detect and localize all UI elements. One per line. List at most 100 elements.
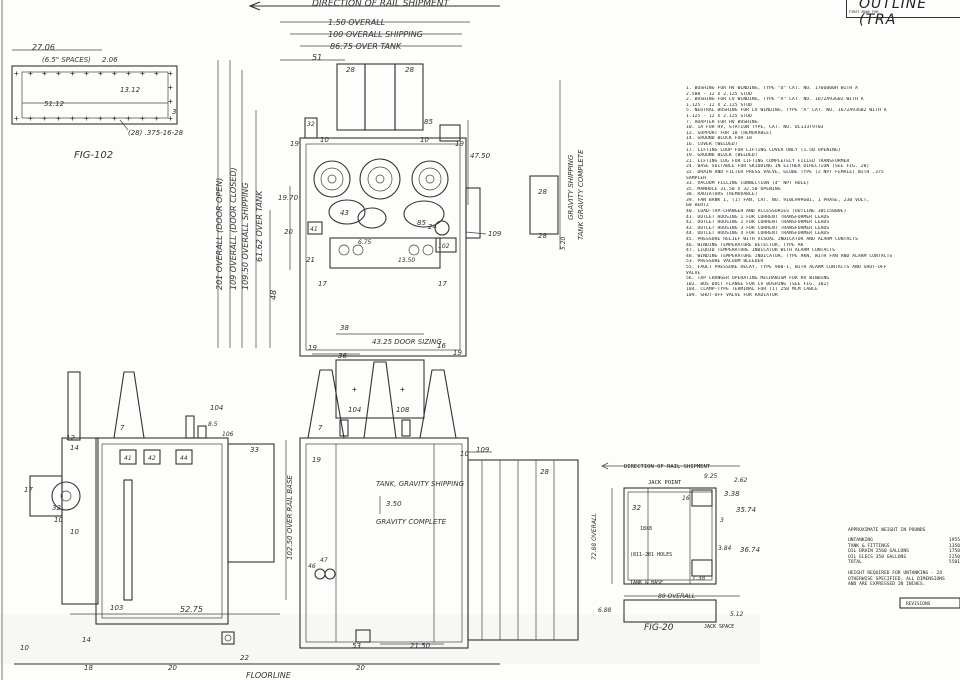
fig20-dim-89: 89 OVERALL — [658, 593, 695, 600]
note-line: VALVE — [686, 270, 701, 276]
fig20-jack-point: JACK POINT — [648, 480, 682, 486]
revisions-label: REVISIONS — [906, 601, 931, 607]
fig-20: DIRECTION OF RAIL SHIPMENT JACK POINT 9.… — [591, 462, 760, 633]
sv-dim-109: 109 — [476, 446, 490, 454]
svg-text:43: 43 — [340, 209, 349, 217]
svg-text:+: + — [84, 69, 89, 78]
weight-label: TOTAL — [848, 560, 862, 566]
svg-text:+: + — [168, 97, 173, 106]
vdim-4: 48 — [269, 290, 278, 300]
svg-text:+: + — [112, 69, 117, 78]
fig20-dim-3: 3 — [720, 517, 724, 524]
weights-footnote-1: HEIGHT REQUIRED FOR UNTANKING - 24 — [848, 571, 943, 577]
svg-text:42: 42 — [148, 455, 156, 462]
hole-note: (28) .375-16-28 — [128, 129, 184, 137]
fig20-slot: 18X8 — [640, 526, 652, 532]
note-line: 55. FAULT PRESSURE RELAY, TYPE 900-1, WI… — [686, 265, 887, 270]
vdim-1: 109 OVERALL (DOOR CLOSED) — [229, 167, 238, 290]
fig20-dim-3-38: 3.38 — [724, 490, 740, 498]
weights-heading: APPROXIMATE WEIGHT IN POUNDS — [848, 528, 926, 533]
sv-note2: GRAVITY COMPLETE — [376, 518, 447, 526]
floorline: FLOORLINE — [246, 671, 292, 680]
note-line: 41. OUTLET HOUSING 1 FOR CURRENT TRANSFO… — [686, 214, 830, 220]
tank-gravity: TANK GRAVITY COMPLETE — [577, 149, 585, 240]
svg-text:+: + — [168, 114, 173, 123]
note-line: 104. CLAMP-TYPE TERMINAL FOR (1) 250 MCM… — [686, 287, 818, 293]
svg-text:+: + — [400, 385, 405, 394]
fig20-dim-3-84: 3.84 — [718, 545, 732, 552]
dim-38: 38 — [340, 324, 349, 332]
note-line: 1. BUSHING FOR HV WINDING, TYPE "O" CAT.… — [686, 86, 858, 91]
weight-value: 1350 — [948, 543, 960, 549]
dim-3: 3 — [172, 108, 176, 116]
weight-label: OIL DRAIN 2560 GALLONS — [848, 549, 909, 555]
dim-shipping: 100 OVERALL SHIPPING — [328, 30, 423, 39]
fv-dim-21-50: 21.50 — [410, 642, 431, 650]
svg-text:+: + — [28, 114, 33, 123]
fig20-dim-35-74: 35.74 — [736, 506, 756, 514]
sv-part-7: 7 — [318, 424, 323, 432]
dim-18: 18 — [84, 664, 93, 672]
svg-text:+: + — [168, 69, 173, 78]
fig20-jack-space: JACK SPACE — [704, 624, 734, 630]
dim-over-tank: 86.75 OVER TANK — [330, 42, 402, 51]
weight-label: TANK & FITTINGS — [848, 543, 890, 549]
weight-row: OIL DRAIN 2560 GALLONS 1750 — [848, 549, 960, 554]
fv-part-104: 104 — [210, 404, 223, 412]
svg-text:+: + — [28, 69, 33, 78]
front-view: 14 12 32 17 10 41 42 44 7 104 8.5 106 33… — [14, 371, 300, 680]
dim-2-06: 2.06 — [102, 56, 118, 64]
svg-text:+: + — [14, 69, 19, 78]
sv-dim-36: 36 — [338, 352, 347, 360]
weights-footnote-2: OTHERWISE SPECIFIED, ALL DIMENSIONS — [848, 576, 945, 582]
svg-text:16: 16 — [682, 495, 690, 502]
weight-row: TANK & FITTINGS 1350 — [848, 544, 960, 549]
note-line: 2. BUSHING FOR LV WINDING, TYPE "A" CAT.… — [686, 97, 864, 103]
sv-note1: TANK, GRAVITY SHIPPING — [376, 480, 465, 488]
dim-28-right: 28 — [538, 188, 547, 196]
dim-20: 20 — [284, 228, 293, 236]
parts-legend: 1. BUSHING FOR HV WINDING, TYPE "O" CAT.… — [686, 86, 951, 299]
weight-value: 1955 — [948, 538, 960, 544]
note-line: 48. WINDING TEMPERATURE INDICATOR, TYPE … — [686, 253, 893, 259]
svg-text:10: 10 — [320, 136, 329, 144]
note-line: 102. BUS DUCT FLANGE FOR LV BUSHING (SEE… — [686, 281, 830, 287]
title-block: OUTLINE (TRA FIRST MADE FOR — [846, 0, 960, 28]
note-line: 14. GROUND BLOCK FOR 10 — [686, 136, 752, 142]
fv-part-33: 33 — [250, 446, 259, 454]
note-line: 47. LIQUID TEMPERATURE INDICATOR WITH AL… — [686, 248, 836, 254]
dim-6-75: 6.75 — [358, 239, 372, 246]
svg-text:19: 19 — [308, 344, 317, 352]
door-sizing: 43.25 DOOR SIZING — [372, 338, 442, 346]
rail-direction-top: DIRECTION OF RAIL SHIPMENT — [248, 0, 500, 11]
top-view: 1.50 OVERALL 100 OVERALL SHIPPING 86.75 … — [215, 18, 585, 419]
note-line: 42. OUTLET HOUSING 2 FOR CURRENT TRANSFO… — [686, 220, 830, 226]
note-line: 19. GROUND BLOCK (WELDED) — [686, 153, 758, 159]
fig20-label: FIG-20 — [644, 623, 674, 633]
svg-text:+: + — [140, 114, 145, 123]
sv-part-19: 19 — [312, 456, 321, 464]
fig20-dim-9-25: 9.25 — [704, 473, 718, 480]
dim-32: 32 — [307, 121, 315, 128]
svg-text:+: + — [98, 69, 103, 78]
note-line: 40. LOAD-TAP-CHANGER AND ACCESSORIES (OU… — [686, 209, 847, 215]
sv-dim-3-50: 3.50 — [386, 500, 402, 508]
fig20-dim-6-88: 6.88 — [598, 607, 612, 614]
dim-51-12: 51.12 — [44, 100, 65, 108]
svg-text:10: 10 — [54, 516, 63, 524]
weight-value: 1750 — [948, 549, 960, 555]
svg-text:+: + — [154, 69, 159, 78]
svg-text:109: 109 — [488, 230, 502, 238]
svg-text:41: 41 — [124, 455, 132, 462]
fig20-dim-2-62: 2.62 — [734, 477, 748, 484]
svg-text:+: + — [14, 114, 19, 123]
dim-13-50: 13.50 — [398, 257, 415, 264]
fig20-dim-36-74: 36.74 — [740, 546, 760, 554]
note-line: 43. OUTLET HOUSING 3 FOR CURRENT TRANSFO… — [686, 225, 830, 231]
svg-text:22: 22 — [240, 654, 249, 662]
fv-part-106: 106 — [222, 431, 234, 438]
svg-text:12: 12 — [66, 434, 75, 442]
vdim-2: 109.50 OVERALL SHIPPING — [241, 183, 250, 291]
